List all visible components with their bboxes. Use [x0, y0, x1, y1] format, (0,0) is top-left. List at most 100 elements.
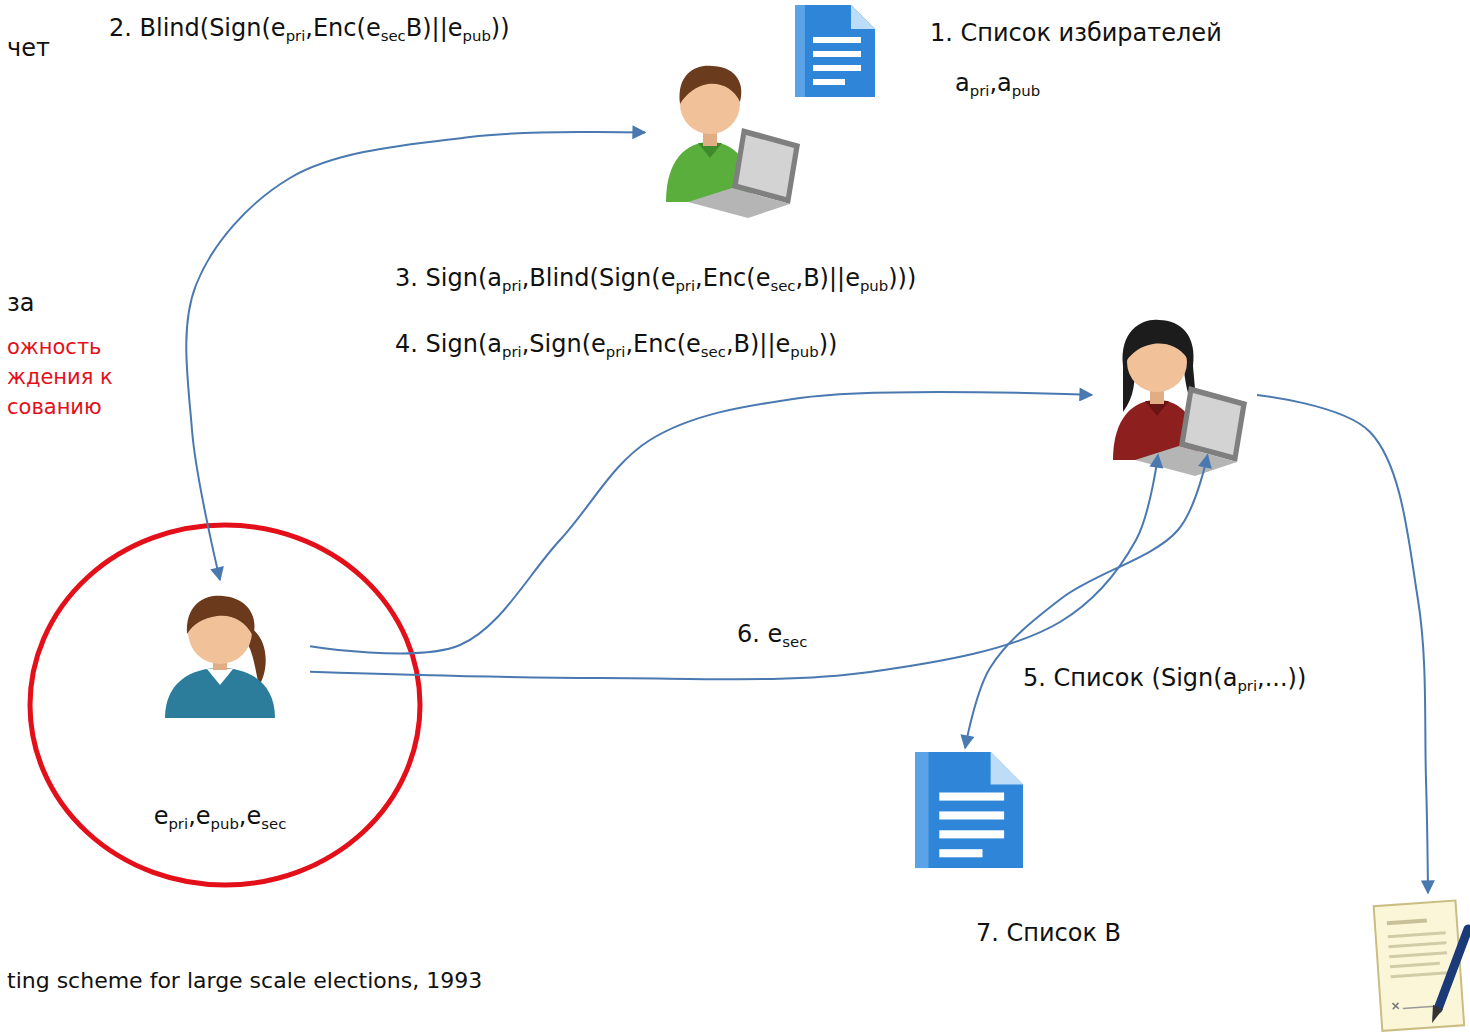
red-note: ждения к	[4, 364, 116, 390]
text-part: сованию	[7, 395, 102, 419]
voter-node: epri,epub,esec	[130, 580, 310, 835]
text-part: ting scheme for large scale elections, 1…	[7, 968, 482, 993]
text-part: a	[1223, 664, 1238, 692]
citation: ting scheme for large scale elections, 1…	[4, 967, 485, 995]
text-part: a	[487, 330, 502, 358]
text-part: pub	[211, 814, 239, 832]
text-part: 4. Sign(	[395, 330, 487, 358]
text-part: pub	[860, 277, 888, 295]
node-text: 1. Список избирателей	[930, 18, 1222, 48]
text-part: pri	[168, 814, 188, 832]
red-note: ожность	[4, 334, 105, 360]
text-part: ,B)||	[796, 264, 846, 292]
text-part: ждения к	[7, 365, 113, 389]
text-part: e	[246, 802, 261, 830]
text-part: e	[366, 14, 381, 42]
text-part: чет	[7, 34, 50, 62]
counter-figure	[1113, 320, 1247, 476]
text-part: ,Blind(Sign(	[522, 264, 661, 292]
edge-label: 4. Sign(apri,Sign(epri,Enc(esec,B)||epub…	[392, 329, 840, 361]
text-part: pri	[1237, 677, 1257, 695]
text-part: pri	[502, 277, 522, 295]
text-part: e	[448, 14, 463, 42]
text-part: ,	[188, 802, 196, 830]
step-label: 3. Sign(apri,Blind(Sign(epri,Enc(esec,B)…	[392, 263, 919, 295]
text-part: a	[487, 264, 502, 292]
text-part: e	[776, 330, 791, 358]
text-part: e	[271, 14, 286, 42]
text-part: pri	[502, 343, 522, 361]
text-part: pri	[606, 343, 626, 361]
text-part: e	[845, 264, 860, 292]
step-label: 7. Список B	[973, 918, 1124, 948]
text-part: pri	[970, 82, 990, 100]
text-part: sec	[701, 343, 726, 361]
text-part: e	[154, 802, 169, 830]
text-part: e	[756, 264, 771, 292]
text-part: sec	[381, 27, 406, 45]
document-node	[912, 748, 1030, 873]
document-icon	[915, 752, 1023, 868]
text-part: pri	[675, 277, 695, 295]
node-text: apri,apub	[955, 68, 1040, 100]
text-part: sec	[782, 633, 807, 651]
certificate-icon	[1374, 901, 1468, 1031]
text-part: за	[7, 289, 34, 317]
text-part: 1. Список избирателей	[930, 19, 1222, 47]
text-part: ,Sign(	[522, 330, 591, 358]
text-part: sec	[770, 277, 795, 295]
voter-figure	[165, 596, 275, 718]
text-part: ,	[239, 802, 247, 830]
text-part: ))	[491, 14, 510, 42]
text-part: e	[768, 620, 783, 648]
edge-label: 2. Blind(Sign(epri,Enc(esecB)||epub))	[106, 13, 513, 45]
connector-arrow	[186, 132, 645, 580]
text-part: a	[955, 69, 970, 97]
text-part: pub	[463, 27, 491, 45]
text-part: 7. Список B	[976, 919, 1121, 947]
text-part: e	[591, 330, 606, 358]
text-part: ,Enc(	[625, 330, 686, 358]
text-part: e	[686, 330, 701, 358]
connector-arrow	[1257, 395, 1428, 893]
highlight-circle	[30, 525, 420, 885]
document-icon	[795, 5, 875, 97]
text-part: ,Enc(	[305, 14, 366, 42]
counter-node	[1092, 305, 1257, 455]
red-note: сованию	[4, 394, 105, 420]
text-part: a	[997, 69, 1012, 97]
text-part: pri	[286, 27, 306, 45]
cut-text: за	[4, 288, 37, 318]
text-part: B)||	[406, 14, 448, 42]
text-part: 2. Blind(Sign(	[109, 14, 271, 42]
connector-arrow	[965, 455, 1207, 748]
text-part: )))	[888, 264, 916, 292]
text-part: ))	[819, 330, 838, 358]
text-part: ,Enc(	[695, 264, 756, 292]
connector-arrow	[310, 392, 1092, 653]
text-part: e	[661, 264, 676, 292]
text-part: 3. Sign(	[395, 264, 487, 292]
text-part: 5. Список (Sign(	[1023, 664, 1223, 692]
text-part: ,B)||	[726, 330, 776, 358]
connector-arrow	[310, 455, 1158, 679]
text-part: e	[196, 802, 211, 830]
node-text: epri,epub,esec	[154, 801, 287, 833]
certificate-node	[1368, 893, 1468, 1033]
administrator-node	[645, 45, 805, 220]
administrator-figure	[666, 66, 800, 218]
edge-label: 6. esec	[734, 619, 810, 651]
cut-text: чет	[4, 33, 53, 63]
text-part: pub	[1012, 82, 1040, 100]
text-part: ,...))	[1257, 664, 1306, 692]
text-part: ожность	[7, 335, 102, 359]
edge-label: 5. Список (Sign(apri,...))	[1020, 663, 1309, 695]
text-part: ,	[989, 69, 997, 97]
text-part: sec	[261, 814, 286, 832]
document-node: 1. Список избирателейapri,apub	[793, 8, 1222, 108]
text-part: 6.	[737, 620, 768, 648]
text-part: pub	[790, 343, 818, 361]
